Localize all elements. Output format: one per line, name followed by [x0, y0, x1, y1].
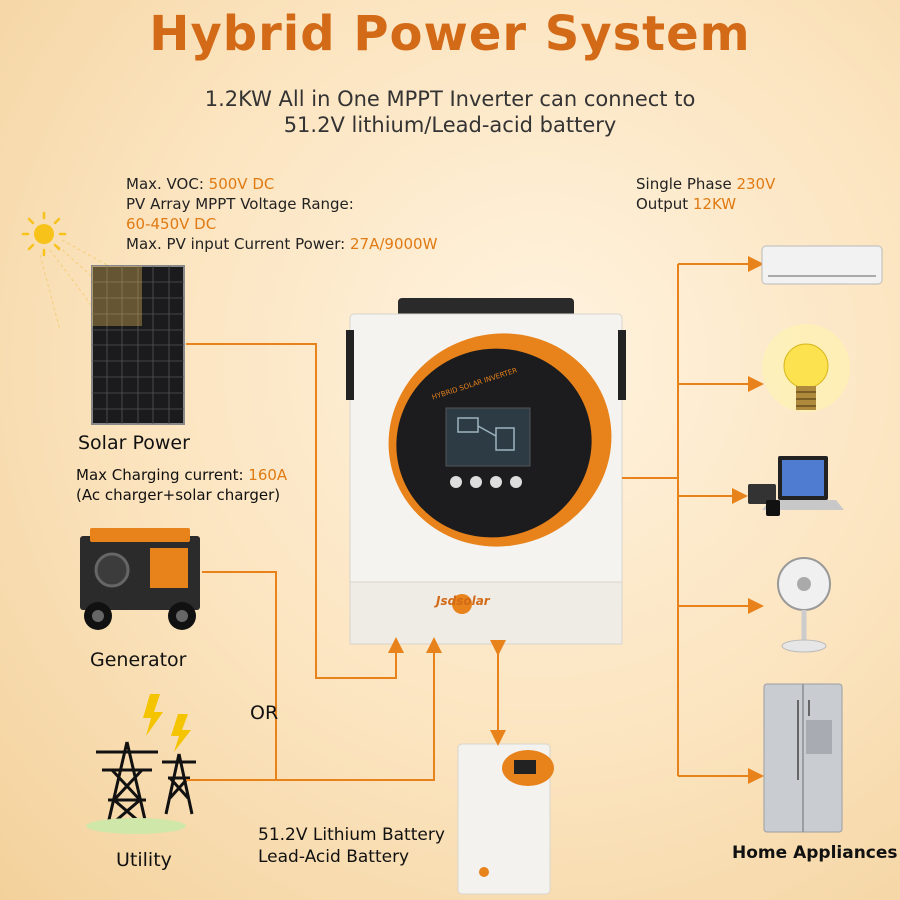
output-value: 12KW [692, 195, 737, 213]
solar-panel-icon [91, 265, 185, 425]
mppt-label: PV Array MPPT Voltage Range: [126, 195, 354, 213]
air-conditioner-icon [761, 245, 883, 285]
page-subtitle: 1.2KW All in One MPPT Inverter can conne… [100, 86, 800, 138]
battery-line-2: Lead-Acid Battery [258, 847, 410, 867]
pv-specs: Max. VOC: 500V DC PV Array MPPT Voltage … [126, 174, 437, 254]
or-label: OR [250, 702, 279, 724]
charging-note: (Ac charger+solar charger) [76, 486, 281, 504]
charging-info: Max Charging current: 160A (Ac charger+s… [76, 465, 287, 505]
voc-value: 500V DC [208, 175, 275, 193]
home-appliances-label: Home Appliances [732, 843, 898, 863]
refrigerator-icon [763, 683, 843, 833]
solar-power-label: Solar Power [78, 432, 190, 454]
voc-label: Max. VOC: [126, 175, 209, 193]
battery-label: 51.2V Lithium Battery Lead-Acid Battery [258, 824, 445, 868]
laptop-icon [748, 456, 844, 516]
battery-unit [457, 743, 554, 895]
lightning-icon [143, 694, 191, 752]
inverter-unit [346, 298, 626, 645]
phase-label: Single Phase [636, 175, 737, 193]
battery-line-1: 51.2V Lithium Battery [258, 825, 445, 845]
phase-value: 230V [736, 175, 776, 193]
light-bulb-icon [762, 324, 850, 412]
charging-value: 160A [248, 466, 288, 484]
fan-icon [777, 557, 831, 653]
pv-input-value: 27A/9000W [350, 235, 438, 253]
utility-tower-icon [86, 741, 196, 834]
utility-label: Utility [116, 849, 172, 871]
page-title: Hybrid Power System [149, 6, 751, 62]
charging-label: Max Charging current: [76, 466, 249, 484]
generator-label: Generator [90, 649, 187, 671]
mppt-value: 60-450V DC [126, 215, 217, 233]
output-specs: Single Phase 230V Output 12KW [636, 174, 775, 214]
subtitle-line-1: 1.2KW All in One MPPT Inverter can conne… [204, 87, 696, 111]
output-label: Output [636, 195, 693, 213]
generator-icon [80, 528, 200, 630]
pv-input-label: Max. PV input Current Power: [126, 235, 350, 253]
subtitle-line-2: 51.2V lithium/Lead-acid battery [283, 113, 617, 137]
inverter-brand-logo: Jsdsolar [436, 594, 490, 608]
